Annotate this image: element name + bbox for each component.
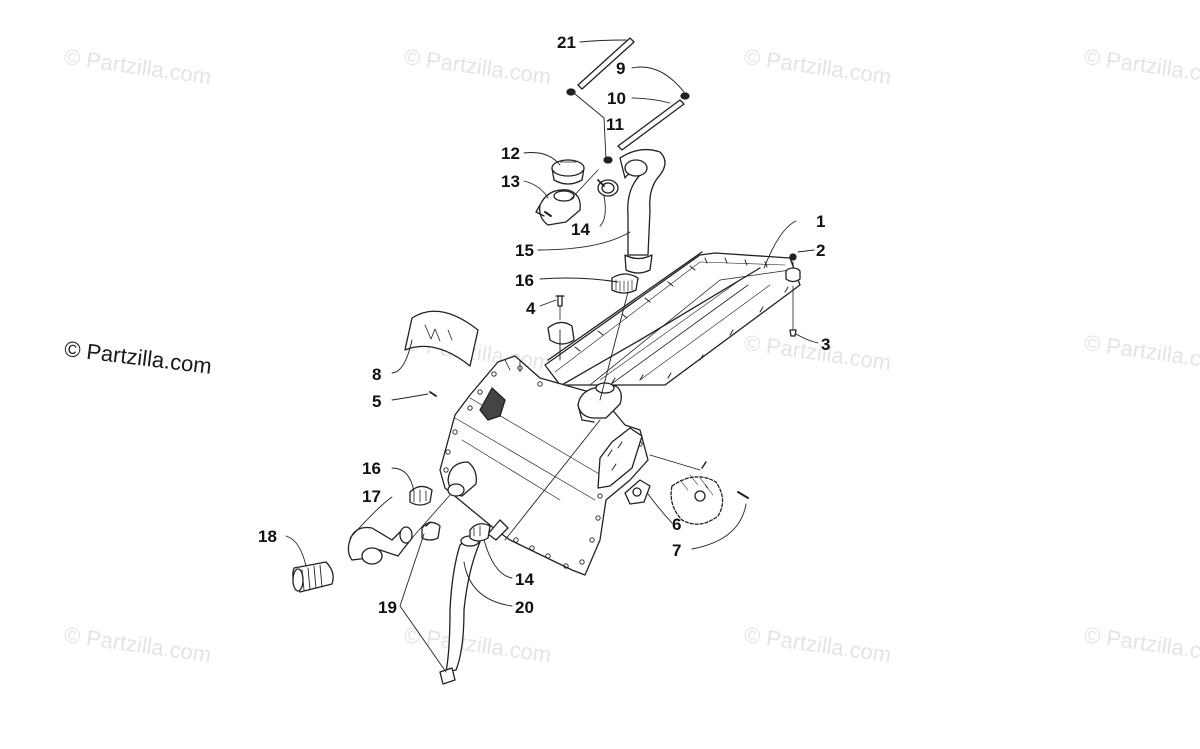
push-rivet (547, 295, 575, 345)
callout-15[interactable]: 15 (515, 241, 534, 260)
callout-16-upper[interactable]: 16 (515, 271, 534, 290)
callout-13[interactable]: 13 (501, 172, 520, 191)
callout-5[interactable]: 5 (372, 392, 382, 411)
clamp-19 (421, 521, 441, 541)
lower-long-hose (439, 535, 481, 685)
callout-20[interactable]: 20 (515, 598, 534, 617)
callout-12[interactable]: 12 (501, 144, 520, 163)
callout-14-upper[interactable]: 14 (571, 220, 590, 239)
callout-14-lower[interactable]: 14 (515, 570, 534, 589)
callout-16-lower[interactable]: 16 (362, 459, 381, 478)
connection-lines (504, 291, 701, 541)
gasket-and-plate (624, 461, 749, 525)
lower-elbow-hose (347, 494, 451, 565)
callout-3[interactable]: 3 (821, 335, 831, 354)
heat-exchanger-housing (439, 355, 649, 576)
leader-lines (285, 39, 819, 673)
radiator-cap (551, 159, 585, 185)
grommet (785, 253, 801, 337)
hose-sleeve (292, 561, 334, 593)
callout-9[interactable]: 9 (616, 59, 626, 78)
upper-coolant-hose (619, 148, 666, 274)
clamp-small (597, 179, 619, 197)
callout-6[interactable]: 6 (672, 515, 682, 534)
heat-exchanger-plate (544, 251, 801, 387)
callout-19[interactable]: 19 (378, 598, 397, 617)
mounting-rods (566, 37, 690, 201)
hose-clamp-lower (409, 485, 433, 506)
callout-1[interactable]: 1 (816, 212, 826, 231)
callout-10[interactable]: 10 (607, 89, 626, 108)
callout-4[interactable]: 4 (526, 299, 536, 318)
insulation-tape (404, 310, 479, 367)
callout-2[interactable]: 2 (816, 241, 826, 260)
callout-18[interactable]: 18 (258, 527, 277, 546)
callout-7[interactable]: 7 (672, 541, 682, 560)
callout-11[interactable]: 11 (606, 115, 624, 134)
callout-8[interactable]: 8 (372, 365, 382, 384)
clamp-14-lower (469, 523, 491, 542)
hose-clamp (611, 273, 639, 294)
callout-21[interactable]: 21 (557, 33, 576, 52)
callout-17[interactable]: 17 (362, 487, 381, 506)
filler-neck (535, 189, 581, 226)
